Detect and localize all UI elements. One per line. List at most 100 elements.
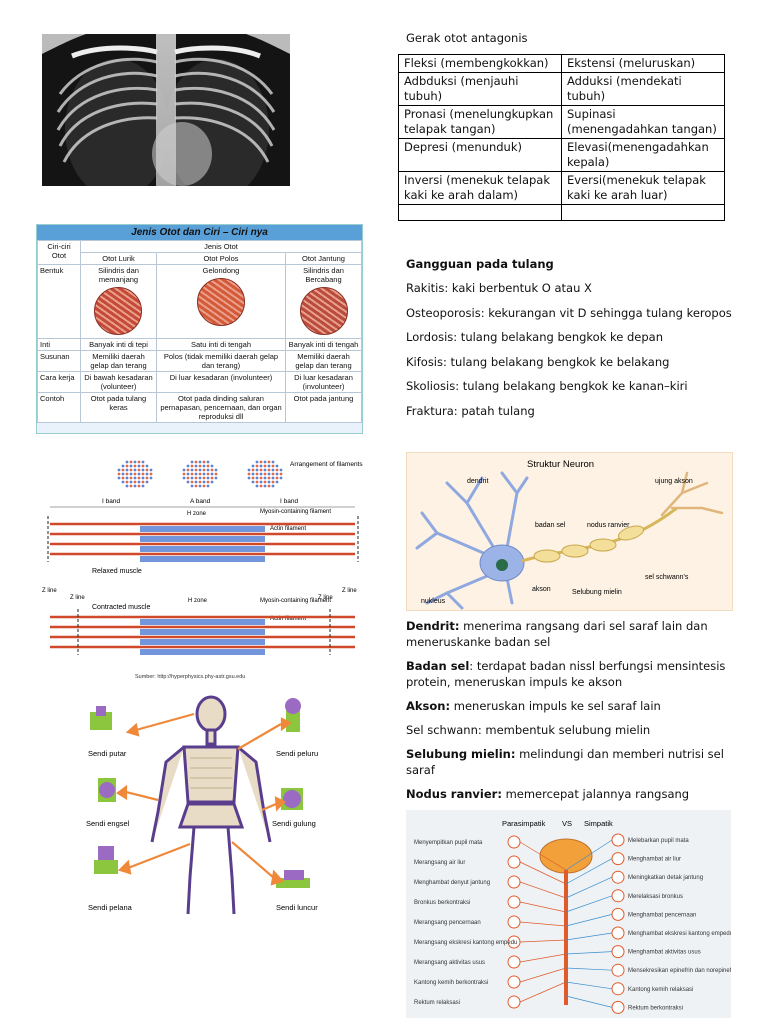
- filament-dot: [141, 464, 145, 468]
- antagonis-row: Inversi (menekuk telapak kaki ke arah da…: [398, 171, 725, 205]
- filament-dot: [210, 472, 214, 476]
- arrangement-label: Arrangement of filaments: [290, 461, 363, 468]
- filament-dot: [141, 476, 145, 480]
- neuron-desc-text: meneruskan impuls ke sel saraf lain: [450, 699, 661, 713]
- filament-dot: [259, 464, 263, 468]
- filament-dot: [137, 480, 141, 484]
- label-sendi-gulung: Sendi gulung: [272, 819, 316, 828]
- filament-dot: [255, 468, 259, 472]
- gangguan-item: Fraktura: patah tulang: [406, 403, 535, 418]
- filament-dot: [194, 468, 198, 472]
- filament-dot: [198, 484, 202, 488]
- parasimpatik-item: Menyempitkan pupil mata: [414, 840, 483, 846]
- label-sendi-peluru: Sendi peluru: [276, 749, 318, 758]
- filament-dot: [121, 468, 125, 472]
- antagonis-row: Adbduksi (menjauhi tubuh)Adduksi (mendek…: [398, 72, 725, 106]
- filament-dot: [202, 484, 206, 488]
- nerve-line: [519, 901, 567, 913]
- filament-dot: [190, 472, 194, 476]
- filament-dot: [198, 468, 202, 472]
- muscle-cell-text: Di luar kesadaran (involunteer): [294, 373, 353, 391]
- filament-dot: [137, 472, 141, 476]
- filament-dot: [129, 476, 133, 480]
- parasimpatik-item: Merangsang pencernaan: [414, 920, 481, 926]
- filament-dot: [186, 472, 190, 476]
- filament-dot: [182, 468, 186, 472]
- organ-icon: [611, 907, 625, 921]
- filament-dot: [194, 484, 198, 488]
- filament-dot: [259, 476, 263, 480]
- organ-icon: [611, 963, 625, 977]
- filament-dot: [133, 472, 137, 476]
- organ-icon: [507, 915, 521, 929]
- antagonis-cell-left: Depresi (menunduk): [398, 138, 562, 172]
- relaxed-label: Relaxed muscle: [92, 568, 142, 575]
- chest-xray-image: [42, 34, 290, 186]
- filament-dot: [271, 476, 275, 480]
- muscle-cell-text: Otot pada tulang keras: [90, 394, 147, 412]
- neuron-desc-term: Akson:: [406, 699, 451, 713]
- filament-dot: [267, 476, 271, 480]
- filament-dot: [202, 460, 206, 464]
- muscle-table-group: Jenis Otot: [80, 240, 362, 253]
- filament-dot: [125, 476, 129, 480]
- organ-icon: [611, 852, 625, 866]
- filament-dot: [125, 480, 129, 484]
- gangguan-item: Kifosis: tulang belakang bengkok ke bela…: [406, 354, 670, 369]
- simpatik-item: Menghambat aktivitas usus: [628, 950, 701, 956]
- filament-dot: [275, 472, 279, 476]
- muscle-tissue-image: [299, 287, 348, 335]
- filament-dot: [271, 480, 275, 484]
- muscle-cell-text: Otot pada dinding saluran pernapasan, pe…: [160, 394, 282, 421]
- filament-dot: [271, 472, 275, 476]
- actin-label-2: Actin filament: [270, 616, 306, 622]
- simpatik-title: Simpatik: [584, 819, 613, 828]
- myosin-filament: [140, 639, 265, 645]
- filament-dot: [267, 480, 271, 484]
- filament-dot: [267, 484, 271, 488]
- filament-dot: [137, 476, 141, 480]
- filament-dot: [145, 480, 149, 484]
- filament-dot: [133, 476, 137, 480]
- filament-dot: [263, 484, 267, 488]
- filament-dot: [206, 472, 210, 476]
- filament-dot: [149, 472, 153, 476]
- simpatik-item: Melebarkan pupil mata: [628, 838, 689, 844]
- filament-dot: [202, 472, 206, 476]
- filament-dot: [263, 480, 267, 484]
- myosin-label-1: Myosin-containing filament: [260, 509, 331, 515]
- filament-dot: [125, 460, 129, 464]
- organ-icon: [507, 855, 521, 869]
- filament-dot: [141, 484, 145, 488]
- antagonis-cell-right: Elevasi(menengadahkan kepala): [561, 138, 725, 172]
- label-badan-sel: badan sel: [535, 522, 566, 529]
- nerve-line: [565, 951, 613, 955]
- gangguan-item: Rakitis: kaki berbentuk O atau X: [406, 281, 592, 295]
- filament-dot: [117, 472, 121, 476]
- filament-dot: [125, 472, 129, 476]
- filament-dot: [198, 476, 202, 480]
- z-line-label-2: Z line: [342, 588, 357, 594]
- filament-dot: [202, 476, 206, 480]
- filament-dot: [275, 476, 279, 480]
- antagonis-cell-left: Fleksi (membengkokkan): [398, 54, 562, 73]
- filament-dot: [251, 472, 255, 476]
- gangguan-item: Osteoporosis: kekurangan vit D sehingga …: [406, 305, 732, 320]
- filament-dot: [255, 464, 259, 468]
- filament-dot: [182, 472, 186, 476]
- nerve-line: [565, 981, 613, 990]
- parasimpatik-item: Merangsang air liur: [414, 860, 465, 866]
- filament-dot: [210, 476, 214, 480]
- filament-dot: [255, 460, 259, 464]
- nerve-line: [519, 841, 567, 871]
- filament-dot: [206, 464, 210, 468]
- nerve-line: [565, 895, 613, 913]
- sarcomere-source: Sumber: http://hyperphysics.phy-astr.gsu…: [135, 674, 245, 680]
- filament-dot: [145, 464, 149, 468]
- nerve-line: [565, 839, 613, 871]
- nerve-line: [565, 932, 613, 941]
- antagonis-cell-right: Supinasi (menengadahkan tangan): [561, 105, 725, 139]
- nerve-line: [565, 914, 613, 927]
